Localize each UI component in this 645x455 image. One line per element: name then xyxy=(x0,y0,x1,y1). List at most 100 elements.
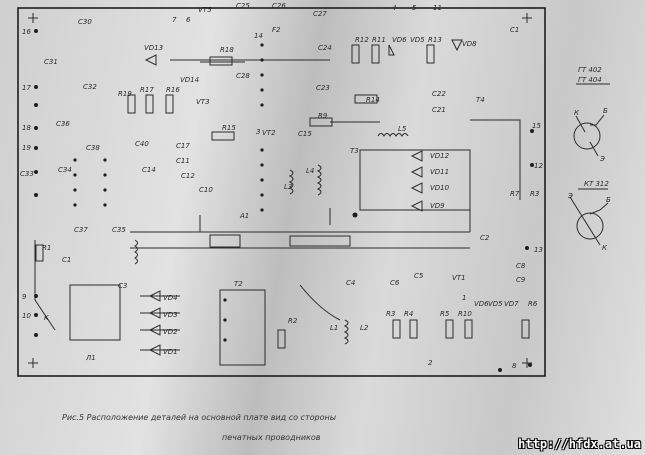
label-text: 19 xyxy=(22,144,31,152)
label-text: C2 xyxy=(480,234,490,242)
label-text: Б xyxy=(606,196,611,204)
solder-pads xyxy=(34,29,534,372)
label-text: C35 xyxy=(112,226,126,234)
label-text: L4 xyxy=(306,167,314,175)
label-text: VD9 xyxy=(430,202,445,210)
label-text: T3 xyxy=(350,147,359,155)
label-text: R2 xyxy=(288,317,298,325)
label-text: C40 xyxy=(135,140,149,148)
label-text: C10 xyxy=(199,186,213,194)
label-text: Л1 xyxy=(85,354,96,362)
label-text: К xyxy=(574,109,580,117)
label-text: Э xyxy=(567,192,573,200)
label-text: R19 xyxy=(118,90,132,98)
label-text: A1 xyxy=(239,212,249,220)
label-text: 4 xyxy=(392,4,396,12)
label-text: C9 xyxy=(516,276,526,284)
label-text: VD7 xyxy=(504,300,519,308)
traces xyxy=(34,56,521,366)
label-text: VD4 xyxy=(163,294,178,302)
label-text: VD5 xyxy=(488,300,503,308)
label-text: VT2 xyxy=(262,129,276,137)
label-text: 9 xyxy=(22,293,27,301)
label-text: VD14 xyxy=(180,76,199,84)
label-text: VD10 xyxy=(430,184,450,192)
label-text: C5 xyxy=(414,272,424,280)
label-text: C21 xyxy=(432,106,446,114)
label-text: VD6 xyxy=(392,36,407,44)
label-text: C14 xyxy=(142,166,156,174)
label-text: 1 xyxy=(462,294,466,302)
label-text: VD11 xyxy=(430,168,449,176)
label-text: C37 xyxy=(74,226,88,234)
label-text: КТ 312 xyxy=(584,180,609,188)
component-labels: C30 C31 C32 C36 C33 C34 C38 C37 C35 C40 … xyxy=(20,2,539,362)
label-text: R11 xyxy=(372,36,386,44)
label-text: C3 xyxy=(118,282,127,290)
label-text: R16 xyxy=(166,86,180,94)
label-text: R7 xyxy=(510,190,520,198)
label-text: L2 xyxy=(360,324,369,332)
label-text: T2 xyxy=(234,280,243,288)
label-text: 11 xyxy=(433,4,442,12)
label-text: F2 xyxy=(272,26,281,34)
label-text: C36 xyxy=(56,120,70,128)
label-text: C15 xyxy=(298,130,312,138)
label-text: R3 xyxy=(530,190,539,198)
coils xyxy=(134,133,409,345)
label-text: C38 xyxy=(86,144,100,152)
label-text: R5 xyxy=(440,310,450,318)
resistors xyxy=(35,44,530,349)
label-text: VT5 xyxy=(198,6,212,14)
label-text: C17 xyxy=(176,142,190,150)
label-text: C30 xyxy=(78,18,92,26)
label-text: K xyxy=(44,314,50,322)
label-text: R4 xyxy=(404,310,413,318)
label-text: 16 xyxy=(22,28,31,36)
label-text: R17 xyxy=(140,86,154,94)
label-text: 12 xyxy=(534,162,543,170)
label-text: 10 xyxy=(22,312,31,320)
label-text: 6 xyxy=(186,16,191,24)
label-text: 13 xyxy=(534,246,543,254)
transistor-pinout-kt312: КТ 312 Э Б К xyxy=(567,180,611,252)
transistor-pinout-gt404: ГТ 402 ГТ 404 К Б Э xyxy=(573,66,610,163)
label-text: C28 xyxy=(236,72,250,80)
label-text: К xyxy=(602,244,608,252)
corner-crosses xyxy=(28,13,532,368)
label-text: 5 xyxy=(412,4,417,12)
label-text: L5 xyxy=(398,125,407,133)
label-text: VD5 xyxy=(410,36,425,44)
label-text: R18 xyxy=(220,46,234,54)
label-text: VD6 xyxy=(474,300,489,308)
label-text: VT3 xyxy=(196,98,210,106)
label-text: VD3 xyxy=(163,311,178,319)
label-text: 17 xyxy=(22,84,31,92)
label-text: R10 xyxy=(458,310,472,318)
label-text: C27 xyxy=(313,10,327,18)
label-text: 18 xyxy=(22,124,31,132)
label-text: ГТ 404 xyxy=(578,76,602,84)
label-text: C6 xyxy=(390,279,400,287)
figure-caption-line1: Рис.5 Расположение деталей на основной п… xyxy=(62,413,336,422)
connector-pin-labels: 16 17 18 19 9 10 14 15 13 12 11 8 5 4 6 … xyxy=(22,4,543,370)
label-text: C32 xyxy=(83,83,97,91)
label-text: C1 xyxy=(510,26,519,34)
label-text: R6 xyxy=(528,300,538,308)
label-text: VD1 xyxy=(163,348,178,356)
label-text: R13 xyxy=(428,36,442,44)
label-text: C31 xyxy=(44,58,58,66)
label-text: C4 xyxy=(346,279,355,287)
watermark-url: http://hfdx.at.ua xyxy=(518,437,641,451)
label-text: L3 xyxy=(284,183,292,191)
label-text: C34 xyxy=(58,166,72,174)
figure-caption-line2: печатных проводников xyxy=(222,433,321,442)
label-text: R12 xyxy=(355,36,369,44)
label-text: 8 xyxy=(512,362,517,370)
label-text: R3 xyxy=(386,310,395,318)
label-text: R9 xyxy=(318,112,328,120)
label-text: 7 xyxy=(172,16,177,24)
label-text: 2 xyxy=(428,359,433,367)
